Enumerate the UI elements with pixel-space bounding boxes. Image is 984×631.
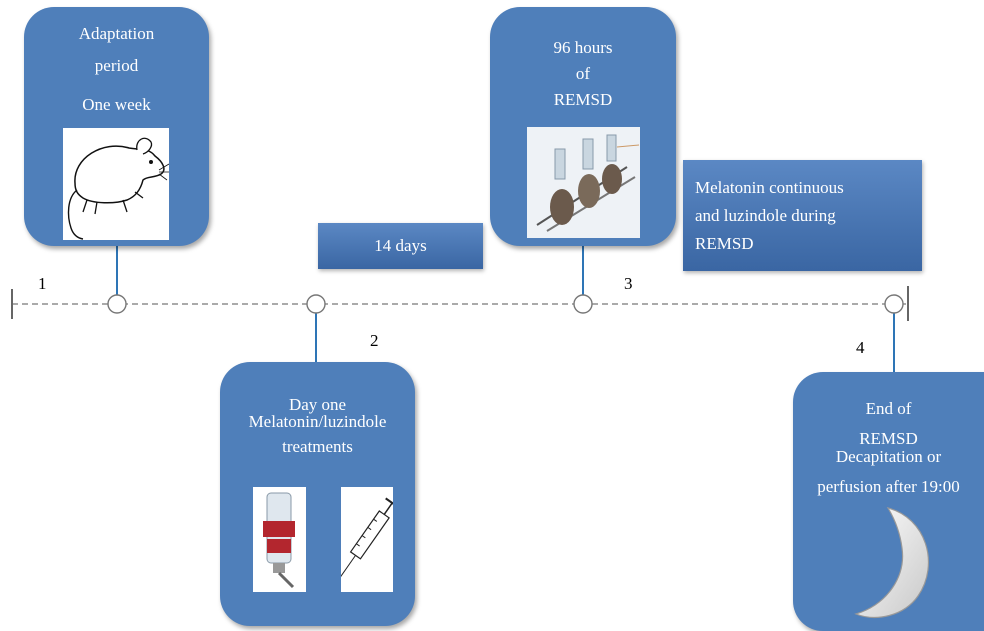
end-remsd-line4: perfusion after 19:00 [817, 477, 960, 496]
end-remsd-line3: Decapitation or [835, 447, 942, 466]
remsd-96h-line1: 96 hours [553, 38, 613, 57]
platform-apparatus-icon [527, 127, 640, 238]
melatonin-label-line2: and luzindole during [695, 206, 836, 225]
day-one-line2: Melatonin/luzindole [248, 412, 387, 431]
remsd-96h-card: 96 hours of REMSD [490, 7, 676, 246]
moon-icon [854, 507, 930, 618]
timeline-node-2 [306, 294, 326, 314]
adaptation-duration: One week [82, 95, 151, 114]
day-one-line3: treatments [282, 437, 353, 456]
water-bottle-icon [253, 487, 306, 592]
adaptation-card: Adaptation period One week [24, 7, 209, 246]
step-number-1: 1 [38, 274, 47, 293]
step-number-3: 3 [624, 274, 633, 293]
fourteen-days-label: 14 days [318, 223, 483, 269]
end-remsd-line2: REMSD [859, 429, 918, 448]
step-number-4: 4 [856, 338, 865, 357]
melatonin-label-line1: Melatonin continuous [695, 178, 844, 197]
melatonin-treatment-label: Melatonin continuous and luzindole durin… [683, 160, 922, 271]
remsd-96h-line2: of [575, 64, 591, 83]
rat-icon [63, 128, 170, 240]
end-remsd-line1: End of [865, 399, 912, 418]
adaptation-title-line2: period [94, 56, 139, 75]
fourteen-days-text: 14 days [374, 236, 427, 255]
remsd-96h-line3: REMSD [553, 90, 613, 109]
adaptation-title-line1: Adaptation [78, 24, 155, 43]
melatonin-label-line3: REMSD [695, 234, 754, 253]
syringe-icon [340, 487, 400, 592]
step-number-2: 2 [370, 331, 379, 350]
timeline-node-4 [884, 294, 904, 314]
end-remsd-card: End of REMSD Decapitation or perfusion a… [793, 372, 984, 631]
timeline-node-1 [107, 294, 127, 314]
timeline-node-3 [573, 294, 593, 314]
day-one-card: Day one Melatonin/luzindole treatments [220, 362, 415, 626]
day-one-line1: Day one [288, 395, 347, 414]
